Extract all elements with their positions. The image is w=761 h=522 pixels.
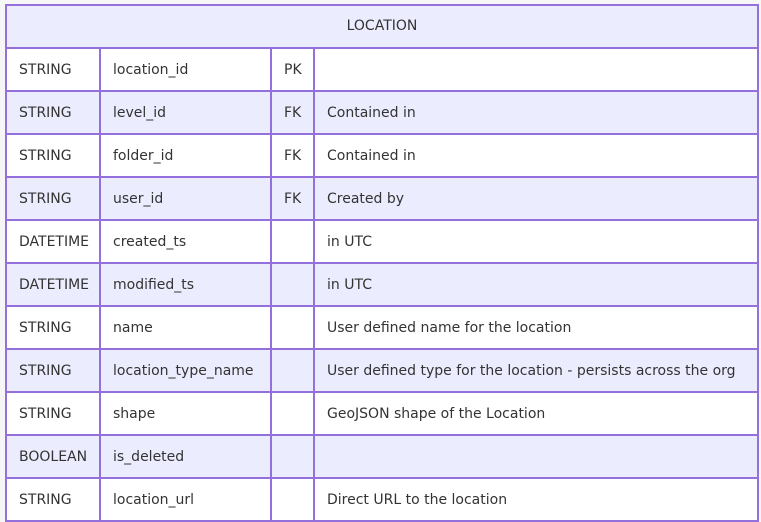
attribute-type: BOOLEAN [7,434,101,479]
attribute-comment: Direct URL to the location [313,477,757,520]
attribute-type: STRING [7,133,101,178]
attribute-name: created_ts [99,219,272,264]
attribute-name: user_id [99,176,272,221]
attribute-type: STRING [7,391,101,436]
attribute-key [270,305,315,350]
entity-title: LOCATION [7,6,757,49]
attribute-name: location_type_name [99,348,272,393]
attribute-type: STRING [7,305,101,350]
attribute-type: DATETIME [7,219,101,264]
attribute-type: STRING [7,348,101,393]
attribute-key: FK [270,90,315,135]
attribute-comment: Contained in [313,133,757,178]
attribute-key [270,391,315,436]
attribute-name: modified_ts [99,262,272,307]
attribute-type: STRING [7,49,101,92]
attribute-comment: Created by [313,176,757,221]
attribute-name: name [99,305,272,350]
attribute-type: STRING [7,90,101,135]
attribute-comment [313,49,757,92]
attribute-name: level_id [99,90,272,135]
attribute-type: DATETIME [7,262,101,307]
attribute-comment [313,434,757,479]
attribute-comment: User defined name for the location [313,305,757,350]
attribute-key [270,434,315,479]
attribute-name: location_url [99,477,272,520]
attribute-type: STRING [7,176,101,221]
attribute-name: shape [99,391,272,436]
attribute-comment: in UTC [313,219,757,264]
attribute-key: FK [270,176,315,221]
attribute-name: location_id [99,49,272,92]
attribute-key [270,477,315,520]
attribute-key [270,262,315,307]
attribute-type: STRING [7,477,101,520]
attribute-key: FK [270,133,315,178]
attribute-key [270,219,315,264]
attribute-comment: User defined type for the location - per… [313,348,757,393]
attribute-name: folder_id [99,133,272,178]
attribute-key: PK [270,49,315,92]
attribute-comment: in UTC [313,262,757,307]
attribute-comment: GeoJSON shape of the Location [313,391,757,436]
attribute-comment: Contained in [313,90,757,135]
attribute-name: is_deleted [99,434,272,479]
attribute-key [270,348,315,393]
